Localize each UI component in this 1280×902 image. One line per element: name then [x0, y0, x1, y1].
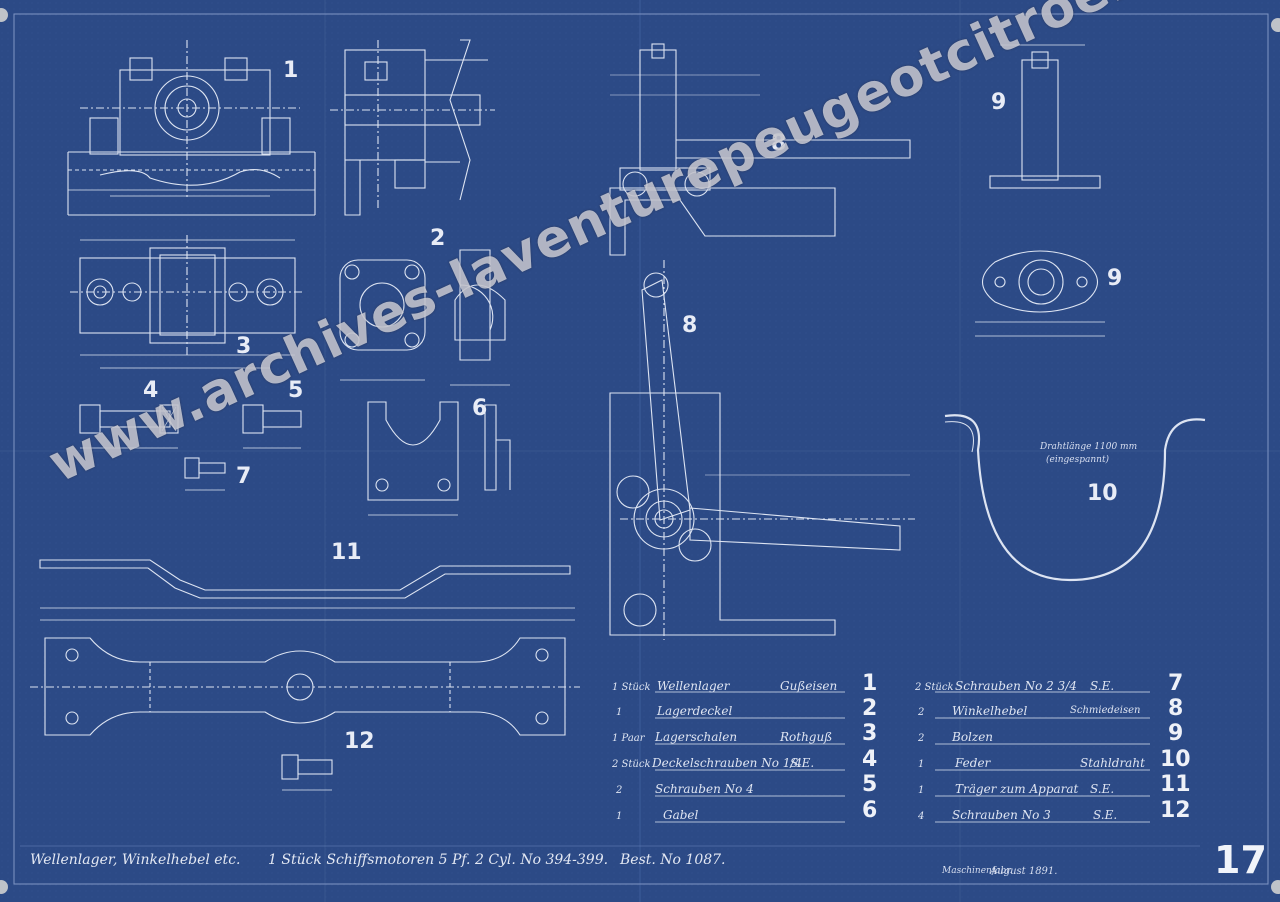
pl-right-qty: 1 [918, 759, 925, 770]
spring-note-length: Drahtlänge 1100 mm [1040, 442, 1138, 452]
pin-bottom-right [1271, 880, 1280, 894]
pl-right-qty: 1 [918, 785, 925, 796]
label-part-3: 3 [236, 334, 252, 359]
part-8-lever [609, 260, 915, 640]
pl-left-material: Gußeisen [780, 679, 838, 693]
pl-right-material: Stahldraht [1080, 756, 1145, 770]
pl-right-qty: 2 [918, 707, 925, 718]
order-description: 1 Stück Schiffsmotoren 5 Pf. 2 Cyl. No 3… [268, 852, 609, 868]
pl-left-number: 5 [862, 772, 878, 797]
pl-left-number: 3 [862, 721, 878, 746]
pl-left-qty: 1 Stück [612, 682, 651, 693]
pl-right-name: Winkelhebel [952, 704, 1028, 718]
pin-top-right [1271, 18, 1280, 32]
parts-list-rules [655, 691, 1150, 823]
order-number: Best. No 1087. [620, 852, 726, 868]
pl-left-qty: 1 Paar [612, 733, 645, 744]
label-part-9-elevation: 9 [991, 90, 1007, 115]
part-7-bolt [184, 457, 226, 491]
part-9-elevation [989, 44, 1101, 189]
part-3-plan [70, 235, 305, 369]
part-9-plan [975, 250, 1105, 337]
pin-bottom-left [0, 880, 8, 894]
part-1-elevation [67, 40, 316, 216]
label-part-8-lever: 8 [682, 313, 698, 338]
drawing-date: August 1891. [990, 866, 1058, 877]
label-part-12: 12 [344, 729, 375, 754]
pl-left-name: Deckelschrauben No 1/4 [652, 756, 803, 770]
pl-left-number: 6 [862, 798, 878, 823]
signature: Maschinenfabr. [942, 866, 1013, 876]
part-8-top [609, 43, 911, 256]
pl-left-qty: 1 [616, 811, 623, 822]
label-part-1: 1 [283, 58, 299, 83]
label-part-2: 2 [430, 226, 446, 251]
spring-note-mounted: (eingespannt) [1046, 455, 1110, 465]
pl-right-number: 11 [1160, 772, 1191, 797]
pl-right-qty: 2 Stück [915, 682, 954, 693]
pl-right-qty: 2 [918, 733, 925, 744]
pl-left-material: S.E. [790, 756, 815, 770]
label-part-6: 6 [472, 396, 488, 421]
part-4-bolt [79, 404, 179, 449]
pl-left-number: 2 [862, 696, 878, 721]
pin-top-left [0, 8, 8, 22]
label-part-11: 11 [331, 540, 362, 565]
pl-right-number: 9 [1168, 721, 1184, 746]
pl-right-name: Schrauben No 2 3/4 [955, 679, 1077, 693]
pl-right-material: Schmiedeisen [1070, 705, 1141, 716]
pl-left-name: Wellenlager [657, 679, 730, 693]
pl-right-number: 7 [1168, 671, 1184, 696]
pl-right-name: Feder [955, 756, 991, 770]
pl-left-name: Schrauben No 4 [655, 782, 754, 796]
drawing-title: Wellenlager, Winkelhebel etc. [30, 852, 241, 868]
pl-left-name: Gabel [663, 808, 699, 822]
part-10-spring [944, 414, 1206, 582]
pl-right-number: 10 [1160, 747, 1191, 772]
pl-right-name: Träger zum Apparat [955, 782, 1079, 796]
part-2-cover [339, 249, 510, 386]
pl-left-name: Lagerdeckel [657, 704, 733, 718]
pl-right-number: 8 [1168, 696, 1184, 721]
pl-right-material: S.E. [1093, 808, 1118, 822]
pl-right-name: Schrauben No 3 [952, 808, 1051, 822]
pl-right-material: S.E. [1090, 782, 1115, 796]
part-1-section [330, 39, 495, 216]
pl-right-number: 12 [1160, 798, 1191, 823]
label-part-10: 10 [1087, 481, 1118, 506]
part-12-bolt [281, 754, 333, 791]
label-part-5: 5 [288, 378, 304, 403]
pl-left-qty: 2 [616, 785, 623, 796]
pl-left-number: 4 [862, 747, 878, 772]
part-11-side [39, 559, 575, 621]
pl-left-material: Rothguß [780, 730, 833, 744]
part-6-fork [367, 401, 511, 516]
pl-left-name: Lagerschalen [655, 730, 738, 744]
pl-right-qty: 4 [918, 811, 925, 822]
label-part-8-top: 8 [771, 131, 787, 156]
pl-left-number: 1 [862, 671, 878, 696]
pl-right-name: Bolzen [952, 730, 994, 744]
pl-right-material: S.E. [1090, 679, 1115, 693]
part-11-plan [30, 637, 580, 736]
label-part-4: 4 [143, 378, 159, 403]
pl-left-qty: 1 [616, 707, 623, 718]
pl-left-qty: 2 Stück [612, 759, 651, 770]
label-part-7: 7 [236, 464, 252, 489]
sheet-number: 17 [1214, 838, 1267, 882]
part-5-bolt [242, 404, 302, 449]
label-part-9-plan: 9 [1107, 266, 1123, 291]
